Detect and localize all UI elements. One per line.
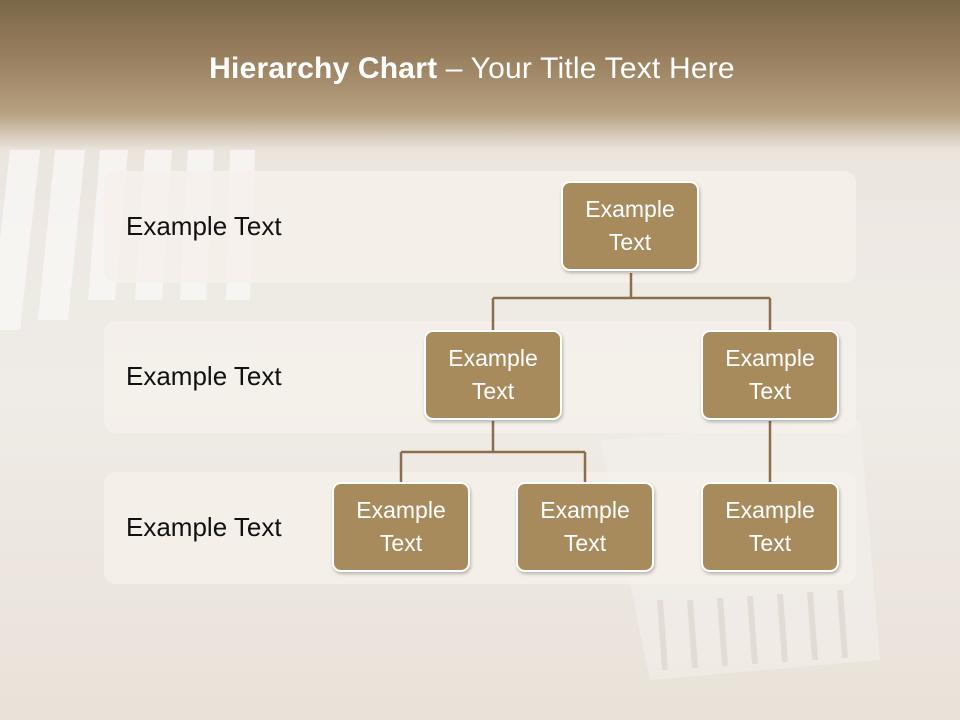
node-root[interactable]: Example Text [561, 181, 699, 271]
slide-title: Hierarchy Chart – Your Title Text Here [0, 52, 944, 86]
node-level3-a[interactable]: Example Text [332, 482, 470, 572]
node-l3c-line1: Example [725, 497, 815, 523]
node-level3-c[interactable]: Example Text [701, 482, 839, 572]
node-l3b-line1: Example [540, 497, 630, 523]
node-l2-right-line1: Example [725, 345, 815, 371]
level-band-1 [104, 171, 856, 283]
node-root-line1: Example [585, 196, 675, 222]
node-level2-right[interactable]: Example Text [701, 330, 839, 420]
node-l3b-line2: Text [563, 530, 607, 556]
level-label-3: Example Text [126, 512, 282, 542]
slide-title-rest: – Your Title Text Here [437, 52, 735, 85]
node-l2-left-line1: Example [448, 345, 538, 371]
slide-title-bold: Hierarchy Chart [209, 52, 438, 85]
node-l2-left-line2: Text [471, 378, 515, 404]
node-root-line2: Text [608, 229, 652, 255]
level-label-1: Example Text [126, 211, 282, 241]
level-label-2: Example Text [126, 361, 282, 391]
title-header-band [0, 0, 960, 150]
node-level3-b[interactable]: Example Text [516, 482, 654, 572]
node-l3a-line1: Example [356, 497, 446, 523]
node-l3a-line2: Text [379, 530, 423, 556]
node-level2-left[interactable]: Example Text [424, 330, 562, 420]
node-l3c-line2: Text [748, 530, 792, 556]
node-l2-right-line2: Text [748, 378, 792, 404]
